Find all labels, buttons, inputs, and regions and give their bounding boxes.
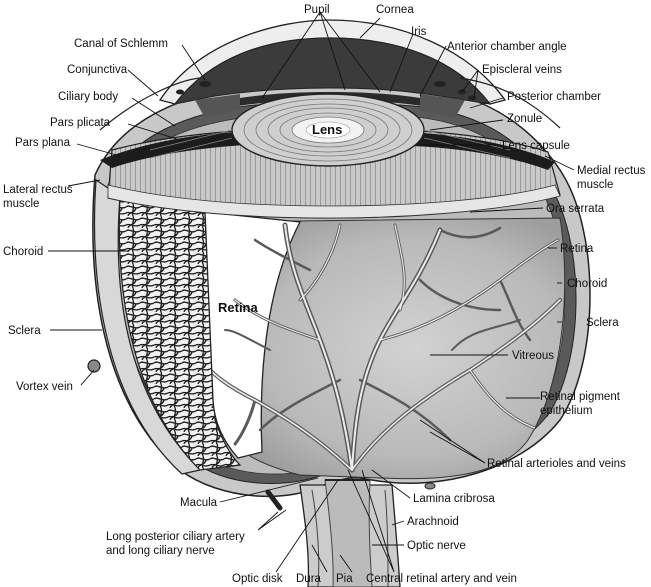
label-choroid-left: Choroid xyxy=(3,246,43,258)
sclera-cut-wall xyxy=(93,178,202,475)
vitreous-body xyxy=(204,217,566,480)
dura-sheath xyxy=(311,489,320,587)
label-anterior-chamber-angle: Anterior chamber angle xyxy=(447,41,567,53)
iris-shape xyxy=(200,92,460,112)
label-canal-of-schlemm: Canal of Schlemm xyxy=(74,38,168,50)
label-dura: Dura xyxy=(296,573,322,585)
retinal-vessels xyxy=(208,222,562,473)
long-ciliary-artery xyxy=(265,489,283,511)
conjunctiva-line xyxy=(99,77,201,131)
optic-nerve-inner xyxy=(324,479,373,587)
episcleral-vein-2 xyxy=(468,95,476,101)
label-vortex-vein: Vortex vein xyxy=(16,381,73,393)
long-ciliary-line-2: and long ciliary nerve xyxy=(106,545,215,557)
medial-rectus-line-1: Medial rectus xyxy=(577,165,646,177)
label-retina-right: Retina xyxy=(560,243,594,255)
label-zonule: Zonule xyxy=(507,113,542,125)
rpe-line-1: Retinal pigment xyxy=(540,391,621,403)
label-retinal-arterioles-and-veins: Retinal arterioles and veins xyxy=(487,458,626,470)
long-ciliary-line-1: Long posterior ciliary artery xyxy=(106,531,245,543)
label-pupil: Pupil xyxy=(304,4,330,16)
label-choroid-right: Choroid xyxy=(567,278,607,290)
label-iris: Iris xyxy=(411,26,427,38)
label-lamina-cribrosa: Lamina cribrosa xyxy=(413,493,495,505)
vortex-vein-shape xyxy=(87,359,101,373)
rpe-line-2: epithelium xyxy=(540,405,592,417)
canal-of-schlemm-left xyxy=(199,81,211,87)
label-long-posterior-ciliary: Long posterior ciliary artery and long c… xyxy=(106,531,248,557)
label-episcleral-veins: Episcleral veins xyxy=(482,64,562,76)
ciliary-pigment-right xyxy=(410,132,555,170)
medial-rectus-line-2: muscle xyxy=(577,179,613,191)
label-pars-plana: Pars plana xyxy=(15,137,71,149)
label-vitreous: Vitreous xyxy=(512,350,554,362)
label-medial-rectus-muscle: Medial rectus muscle xyxy=(577,165,649,191)
anterior-chamber xyxy=(173,37,492,105)
arachnoid-sheath xyxy=(384,489,389,587)
label-central-retinal-artery-and-vein: Central retinal artery and vein xyxy=(366,573,517,585)
canal-of-schlemm-right xyxy=(434,81,446,87)
label-cornea: Cornea xyxy=(376,4,414,16)
iris-left-body xyxy=(195,94,240,118)
conjunctiva-line-right xyxy=(459,77,561,129)
iris-right-body xyxy=(420,94,465,118)
ora-serrata-band xyxy=(107,184,561,219)
label-macula: Macula xyxy=(180,497,218,509)
label-retinal-pigment-epithelium: Retinal pigment epithelium xyxy=(540,391,623,417)
label-optic-disk: Optic disk xyxy=(232,573,283,585)
label-sclera-right: Sclera xyxy=(586,317,619,329)
label-sclera-left: Sclera xyxy=(8,325,41,337)
choroid-mesh-panel xyxy=(118,195,242,471)
episcleral-vein-3 xyxy=(176,89,184,95)
label-pars-plicata: Pars plicata xyxy=(50,117,111,129)
posterior-vessel xyxy=(424,482,436,490)
leader-lines xyxy=(48,11,575,573)
label-conjunctiva: Conjunctiva xyxy=(67,64,128,76)
retina-flap xyxy=(204,211,302,459)
lens-label: Lens xyxy=(312,122,342,137)
label-ciliary-body: Ciliary body xyxy=(58,91,118,103)
label-lens-capsule: Lens capsule xyxy=(502,140,570,152)
ciliary-pigment xyxy=(100,132,250,168)
label-posterior-chamber: Posterior chamber xyxy=(507,91,601,103)
label-pia: Pia xyxy=(336,573,353,585)
zonule-fibers xyxy=(149,129,511,159)
label-arachnoid: Arachnoid xyxy=(407,516,459,528)
label-retina-center: Retina xyxy=(218,300,259,315)
label-optic-nerve: Optic nerve xyxy=(407,540,466,552)
label-lateral-rectus-muscle: Lateral rectus muscle xyxy=(3,184,76,210)
labels: Pupil Cornea Canal of Schlemm Iris Anter… xyxy=(3,4,649,585)
lateral-rectus-line-2: muscle xyxy=(3,198,39,210)
lens xyxy=(231,93,425,167)
label-ora-serrata: Ora serrata xyxy=(546,203,605,215)
lateral-rectus-line-1: Lateral rectus xyxy=(3,184,73,196)
